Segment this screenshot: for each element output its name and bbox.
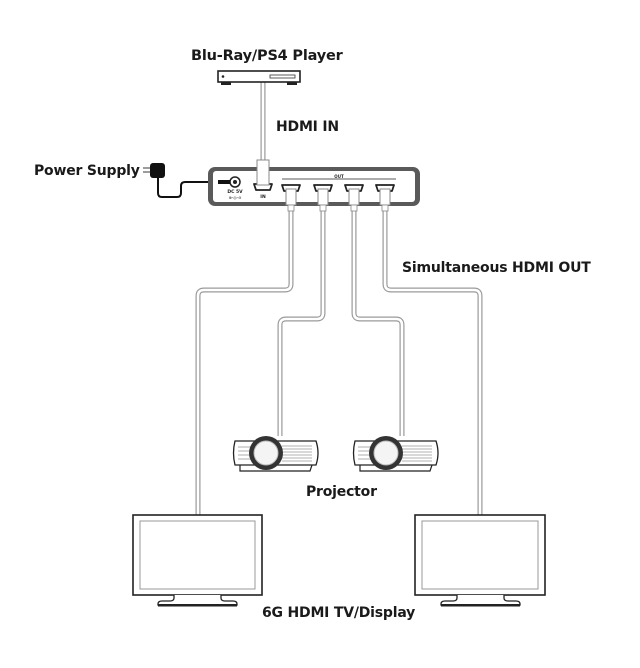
power-adapter-icon — [143, 163, 222, 198]
cable-out3-to-projector-2 — [351, 210, 405, 436]
projector-2-icon — [352, 436, 439, 472]
hdmi-out-port-1-icon — [281, 184, 301, 212]
hdmi-out-port-2-icon — [313, 184, 333, 212]
out-ports-label: OUT — [334, 174, 344, 179]
cable-out1-to-left-display — [195, 210, 294, 516]
display-label: 6G HDMI TV/Display — [262, 605, 416, 621]
projector-1-icon — [232, 436, 319, 472]
in-port-label: IN — [260, 194, 266, 200]
cable-out4-to-right-display — [382, 210, 483, 516]
hdmi-in-port-icon: IN — [253, 159, 273, 200]
projector-label: Projector — [306, 484, 377, 500]
cable-out2-to-projector-1 — [277, 210, 326, 436]
svg-text:⊕-◎-⊖: ⊕-◎-⊖ — [228, 195, 241, 200]
hdmi-out-label: Simultaneous HDMI OUT — [402, 260, 591, 276]
hdmi-in-label: HDMI IN — [276, 119, 339, 135]
bluray-player-icon — [217, 70, 301, 85]
display-right-icon — [414, 514, 546, 607]
dc-port-label: DC 5V — [227, 189, 243, 195]
dc-power-port-icon: DC 5V ⊕-◎-⊖ — [218, 176, 243, 200]
source-device-label: Blu-Ray/PS4 Player — [191, 48, 343, 64]
hdmi-out-port-3-icon — [344, 184, 364, 212]
power-supply-label: Power Supply — [34, 163, 140, 179]
hdmi-out-port-4-icon — [375, 184, 395, 212]
display-left-icon — [132, 514, 263, 607]
hdmi-splitter: DC 5V ⊕-◎-⊖ IN OUT — [208, 159, 420, 212]
